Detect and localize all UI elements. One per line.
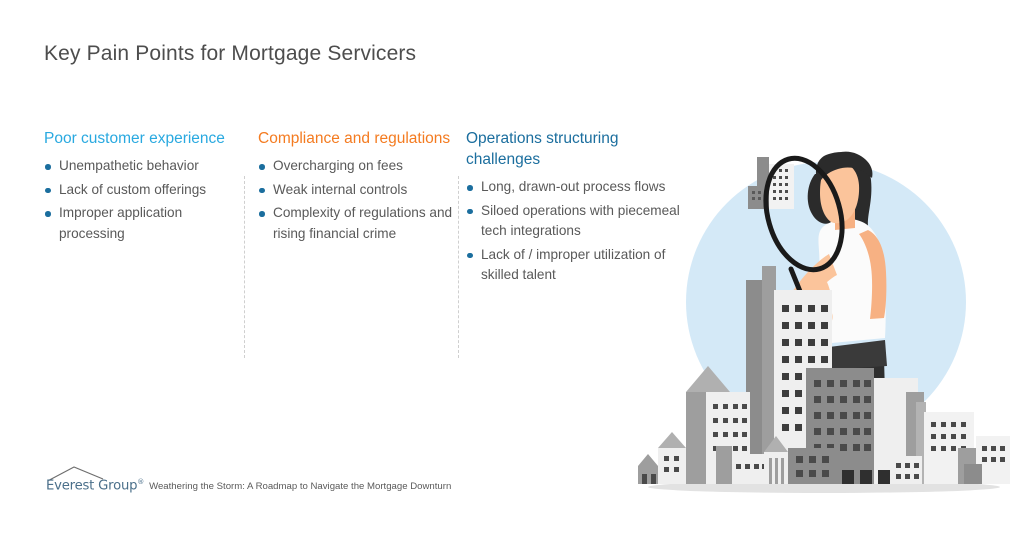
list-item: Improper application processing [44,203,230,244]
footer-caption: Weathering the Storm: A Roadmap to Navig… [149,481,452,493]
pain-point-column-operations-structuring-challenges: Operations structuring challenges Long, … [466,128,688,289]
logo-name: Everest Group [46,478,138,494]
list-item: Complexity of regulations and rising fin… [258,203,454,244]
bullet-list-operations-structuring-challenges: Long, drawn-out process flows Siloed ope… [466,177,688,286]
bullet-list-poor-customer-experience: Unempathetic behavior Lack of custom off… [44,156,230,244]
pain-point-column-poor-customer-experience: Poor customer experience Unempathetic be… [44,128,230,247]
column-heading-poor-customer-experience: Poor customer experience [44,130,225,147]
pain-points-columns: Poor customer experience Unempathetic be… [44,128,684,368]
everest-group-logo: Everest Group® [46,466,144,493]
list-item: Weak internal controls [258,180,454,201]
list-item: Lack of custom offerings [44,180,230,201]
mountain-peak-icon [48,466,104,481]
list-item: Long, drawn-out process flows [466,177,688,198]
illustration-woman-with-magnifying-glass-over-city [628,130,1010,502]
logo-text: Everest Group® [46,478,144,493]
column-heading-operations-structuring-challenges: Operations structuring challenges [466,130,619,168]
column-heading-compliance-and-regulations: Compliance and regulations [258,130,451,147]
bullet-list-compliance-and-regulations: Overcharging on fees Weak internal contr… [258,156,454,244]
list-item: Unempathetic behavior [44,156,230,177]
column-divider-1 [244,176,245,358]
registered-mark: ® [137,478,145,486]
list-item: Overcharging on fees [258,156,454,177]
list-item: Lack of / improper utilization of skille… [466,245,688,286]
list-item: Siloed operations with piecemeal tech in… [466,201,688,242]
page-title: Key Pain Points for Mortgage Servicers [44,42,417,65]
held-buildings [748,157,794,209]
pain-point-column-compliance-and-regulations: Compliance and regulations Overcharging … [258,128,454,247]
city-skyline [638,266,1010,484]
column-divider-2 [458,176,459,358]
footer: Everest Group® Weathering the Storm: A R… [46,466,451,493]
